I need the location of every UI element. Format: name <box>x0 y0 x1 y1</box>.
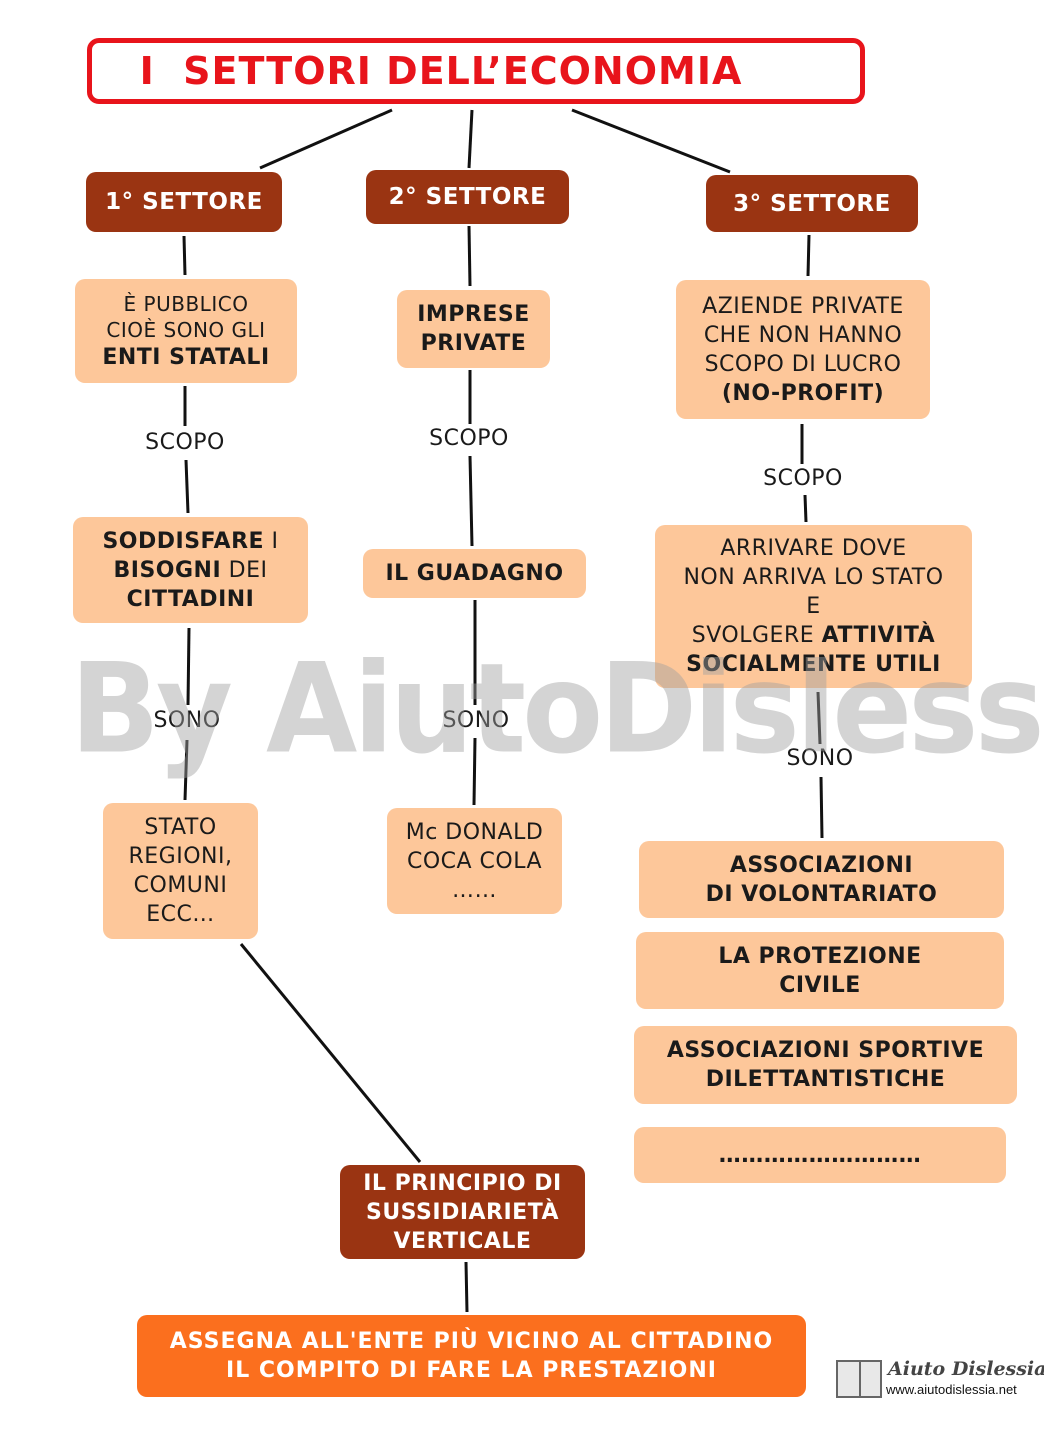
second-example: Mc DONALD <box>405 819 544 845</box>
line-first-scopo-b <box>184 459 190 514</box>
first-desc-line: ENTI STATALI <box>102 344 270 370</box>
second-desc-box: IMPRESE PRIVATE <box>397 290 550 368</box>
third-goal-line: E <box>806 594 821 619</box>
second-desc-line: PRIVATE <box>420 331 527 356</box>
third-example-line: CIVILE <box>779 972 861 998</box>
first-sono-label: SONO <box>149 708 225 733</box>
third-goal-line: NON ARRIVA LO STATO <box>683 565 944 590</box>
third-example-line: DILETTANTISTICHE <box>705 1067 946 1092</box>
third-scopo-label: SCOPO <box>759 466 847 491</box>
line-second-sono-b <box>472 737 477 806</box>
third-example-box: ASSOCIAZIONI SPORTIVE DILETTANTISTICHE <box>634 1026 1017 1104</box>
logo-name: Aiuto Dislessia <box>888 1358 1044 1380</box>
third-desc-box: AZIENDE PRIVATE CHE NON HANNO SCOPO DI L… <box>676 280 930 419</box>
line-second-desc <box>467 225 472 287</box>
principle-line: SUSSIDIARIETÀ <box>365 1199 560 1225</box>
principle-line: IL PRINCIPIO DI <box>363 1170 562 1196</box>
third-example-box: ……………………… <box>634 1127 1006 1183</box>
principle-line: VERTICALE <box>393 1228 532 1254</box>
first-goal-line: BISOGNI DEI <box>113 557 268 583</box>
line-first-sono-b <box>183 739 189 801</box>
assegna-line: ASSEGNA ALL'ENTE PIÙ VICINO AL CITTADINO <box>169 1329 774 1354</box>
second-goal-box: IL GUADAGNO <box>363 549 586 598</box>
first-desc-line: CIOÈ SONO GLI <box>106 317 266 342</box>
first-goal-box: SODDISFARE I BISOGNI DEI CITTADINI <box>73 517 308 623</box>
first-desc-box: È PUBBLICO CIOÈ SONO GLI ENTI STATALI <box>75 279 297 383</box>
first-desc-line: È PUBBLICO <box>123 291 249 316</box>
first-examples-box: STATO REGIONI, COMUNI ECC… <box>103 803 258 939</box>
line-title-first <box>259 108 393 170</box>
first-goal-line: CITTADINI <box>126 586 255 612</box>
title-box: I SETTORI DELL’ECONOMIA <box>87 38 865 104</box>
third-example-box: LA PROTEZIONE CIVILE <box>636 932 1004 1009</box>
first-example: REGIONI, <box>128 844 233 869</box>
third-goal-line: SVOLGERE ATTIVITÀ <box>691 623 936 648</box>
line-first-desc <box>182 235 187 276</box>
line-title-second <box>467 109 474 169</box>
third-example-line: LA PROTEZIONE <box>718 943 922 969</box>
first-sector-box: 1° SETTORE <box>86 172 282 232</box>
third-example-box: ASSOCIAZIONI DI VOLONTARIATO <box>639 841 1004 918</box>
first-example: STATO <box>144 815 217 840</box>
line-third-sono-a <box>816 691 822 745</box>
second-desc-line: IMPRESE <box>417 302 530 327</box>
second-scopo-label: SCOPO <box>425 426 513 451</box>
third-sector-box: 3° SETTORE <box>706 175 918 232</box>
line-third-scopo-b <box>803 494 808 523</box>
line-third-desc <box>806 234 811 277</box>
assegna-line: IL COMPITO DI FARE LA PRESTAZIONI <box>226 1358 717 1383</box>
first-example: ECC… <box>146 902 215 927</box>
second-example: …… <box>452 877 497 903</box>
line-principle-assegna <box>464 1261 469 1313</box>
line-third-sono-b <box>819 776 824 839</box>
third-desc-line: AZIENDE PRIVATE <box>702 293 904 319</box>
third-desc-line: (NO-PROFIT) <box>721 380 885 406</box>
third-goal-box: ARRIVARE DOVE NON ARRIVA LO STATO E SVOL… <box>655 525 972 688</box>
first-goal-line: SODDISFARE I <box>102 528 279 554</box>
third-desc-line: CHE NON HANNO <box>703 322 903 348</box>
third-goal-line: ARRIVARE DOVE <box>720 536 907 561</box>
logo-url: www.aiutodislessia.net <box>886 1382 1017 1397</box>
book-icon <box>836 1360 882 1398</box>
site-logo: Aiuto Dislessia www.aiutodislessia.net <box>836 1358 1044 1402</box>
first-example: COMUNI <box>133 873 228 898</box>
second-examples-box: Mc DONALD COCA COLA …… <box>387 808 562 914</box>
second-sono-label: SONO <box>438 708 514 733</box>
second-example: COCA COLA <box>406 848 543 874</box>
line-second-scopo-b <box>468 455 474 547</box>
third-example-line: ……………………… <box>718 1142 922 1168</box>
third-goal-line: SOCIALMENTE UTILI <box>686 652 941 677</box>
page-title: I SETTORI DELL’ECONOMIA <box>139 49 743 93</box>
third-sono-label: SONO <box>782 746 858 771</box>
third-example-line: DI VOLONTARIATO <box>705 881 938 907</box>
assegna-box: ASSEGNA ALL'ENTE PIÙ VICINO AL CITTADINO… <box>137 1315 806 1397</box>
third-desc-line: SCOPO DI LUCRO <box>704 351 902 377</box>
line-title-third <box>571 108 731 174</box>
third-example-line: ASSOCIAZIONI <box>729 852 914 878</box>
second-sector-box: 2° SETTORE <box>366 170 569 224</box>
third-example-line: ASSOCIAZIONI SPORTIVE <box>666 1038 985 1063</box>
line-first-sono-a <box>186 627 191 706</box>
line-first-principle <box>239 943 422 1163</box>
first-scopo-label: SCOPO <box>141 430 229 455</box>
principle-box: IL PRINCIPIO DI SUSSIDIARIETÀ VERTICALE <box>340 1165 585 1259</box>
